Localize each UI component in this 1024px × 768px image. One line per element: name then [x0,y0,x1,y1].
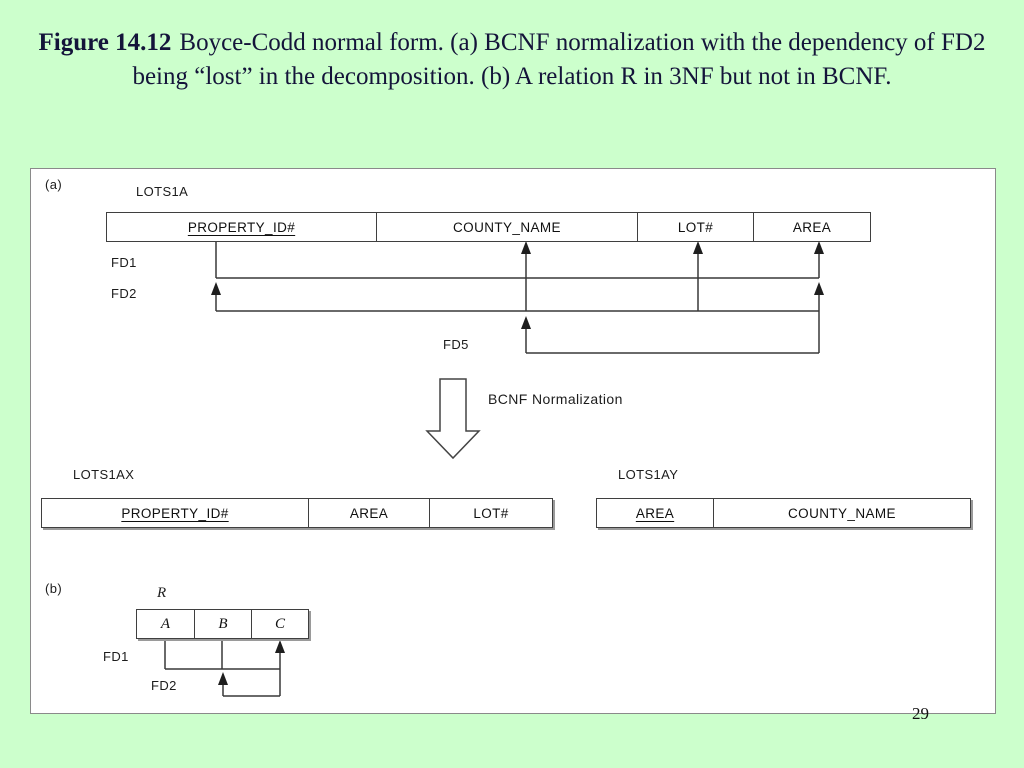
fd2-label: FD2 [111,286,137,301]
bcnf-normalization-label: BCNF Normalization [488,391,623,407]
figure-caption-text: Boyce-Codd normal form. (a) BCNF normali… [132,29,986,90]
section-b-label: (b) [45,581,63,596]
lots1ax-title: LOTS1AX [73,467,135,482]
section-b-fd2-lines [218,669,281,697]
lots1ay-col-area: AREA [597,499,714,527]
lots1ay-col-county-name: COUNTY_NAME [788,505,896,521]
lots1ax-table: PROPERTY_ID# AREA LOT# [41,498,553,528]
lots1a-col-county-name: COUNTY_NAME [377,213,638,241]
dependency-diagram-svg [164,241,824,697]
relation-r-title: R [157,585,167,601]
section-b-fd1-lines [164,639,285,670]
r-col-a: A [137,610,195,638]
section-b-fd1-label: FD1 [103,649,129,664]
relation-r-table: A B C [136,609,309,639]
lots1ax-col-lot: LOT# [473,505,509,521]
lots1a-title: LOTS1A [136,184,189,199]
figure-panel: (a) LOTS1A PROPERTY_ID# COUNTY_NAME LOT#… [30,168,996,714]
lots1ax-col-property-id: PROPERTY_ID# [42,499,309,527]
lots1ay-table: AREA COUNTY_NAME [596,498,971,528]
fd5-dependency-lines [521,311,820,354]
page-number: 29 [912,704,929,723]
section-b-fd2-label: FD2 [151,678,177,693]
lots1ax-col-area: AREA [309,499,430,527]
r-col-b: B [195,610,252,638]
lots1a-table: PROPERTY_ID# COUNTY_NAME LOT# AREA [106,212,871,242]
lots1ay-title: LOTS1AY [618,467,679,482]
fd1-label: FD1 [111,255,137,270]
bcnf-normalization-arrow [425,378,481,460]
fd1-dependency-lines [215,241,824,311]
lots1a-col-lot: LOT# [638,213,754,241]
figure-number: Figure 14.12 [38,29,172,56]
fd2-dependency-lines [211,282,824,312]
lots1a-col-area: AREA [792,219,832,235]
section-a-label: (a) [45,177,63,192]
fd5-label: FD5 [443,337,469,352]
lots1a-col-property-id: PROPERTY_ID# [107,213,377,241]
r-col-c: C [274,615,285,632]
